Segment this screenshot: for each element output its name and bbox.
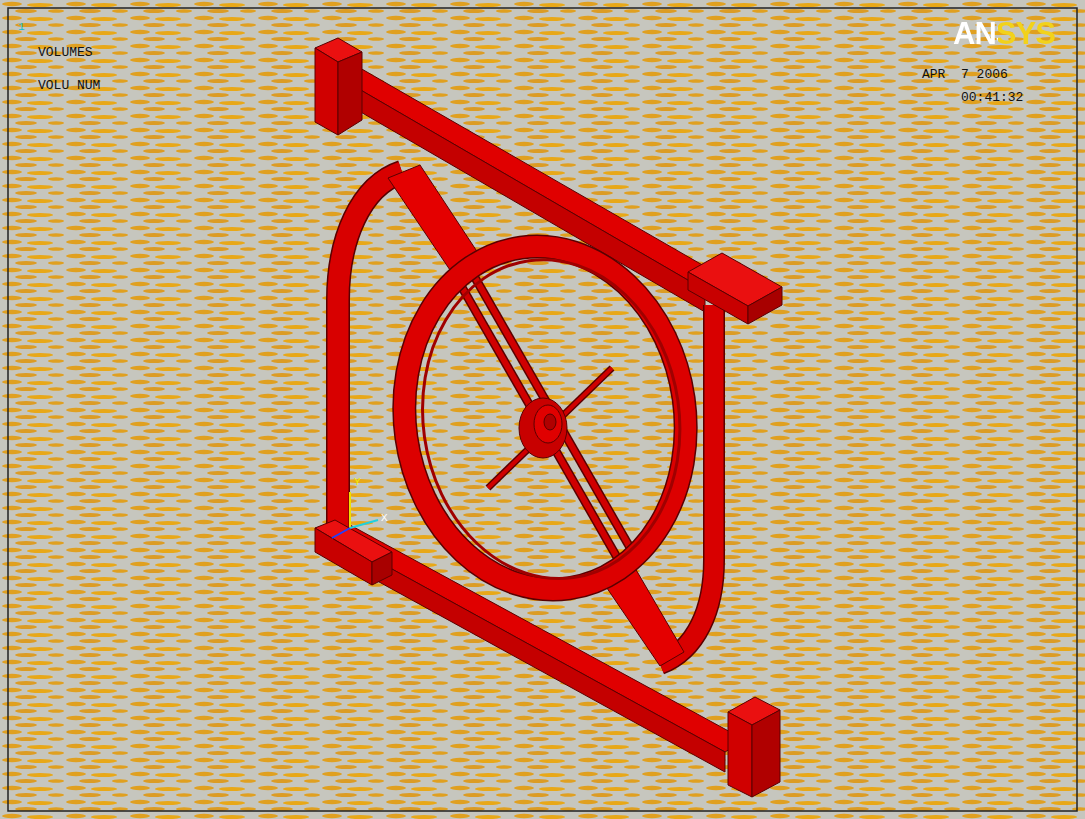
time-stamp: 00:41:32 — [961, 91, 1023, 104]
axis-triad — [332, 492, 378, 538]
frame-border — [8, 8, 1077, 811]
axis-label: Y — [354, 477, 361, 488]
plot-subtitle: VOLU NUM — [38, 79, 100, 92]
axis-label: X — [381, 513, 388, 524]
view-number: 1 — [18, 22, 25, 33]
date-stamp: APR 7 2006 — [922, 68, 1008, 81]
plot-title: VOLUMES — [38, 46, 93, 59]
logo: ANSYS — [953, 18, 1055, 49]
frame-model — [315, 38, 782, 797]
